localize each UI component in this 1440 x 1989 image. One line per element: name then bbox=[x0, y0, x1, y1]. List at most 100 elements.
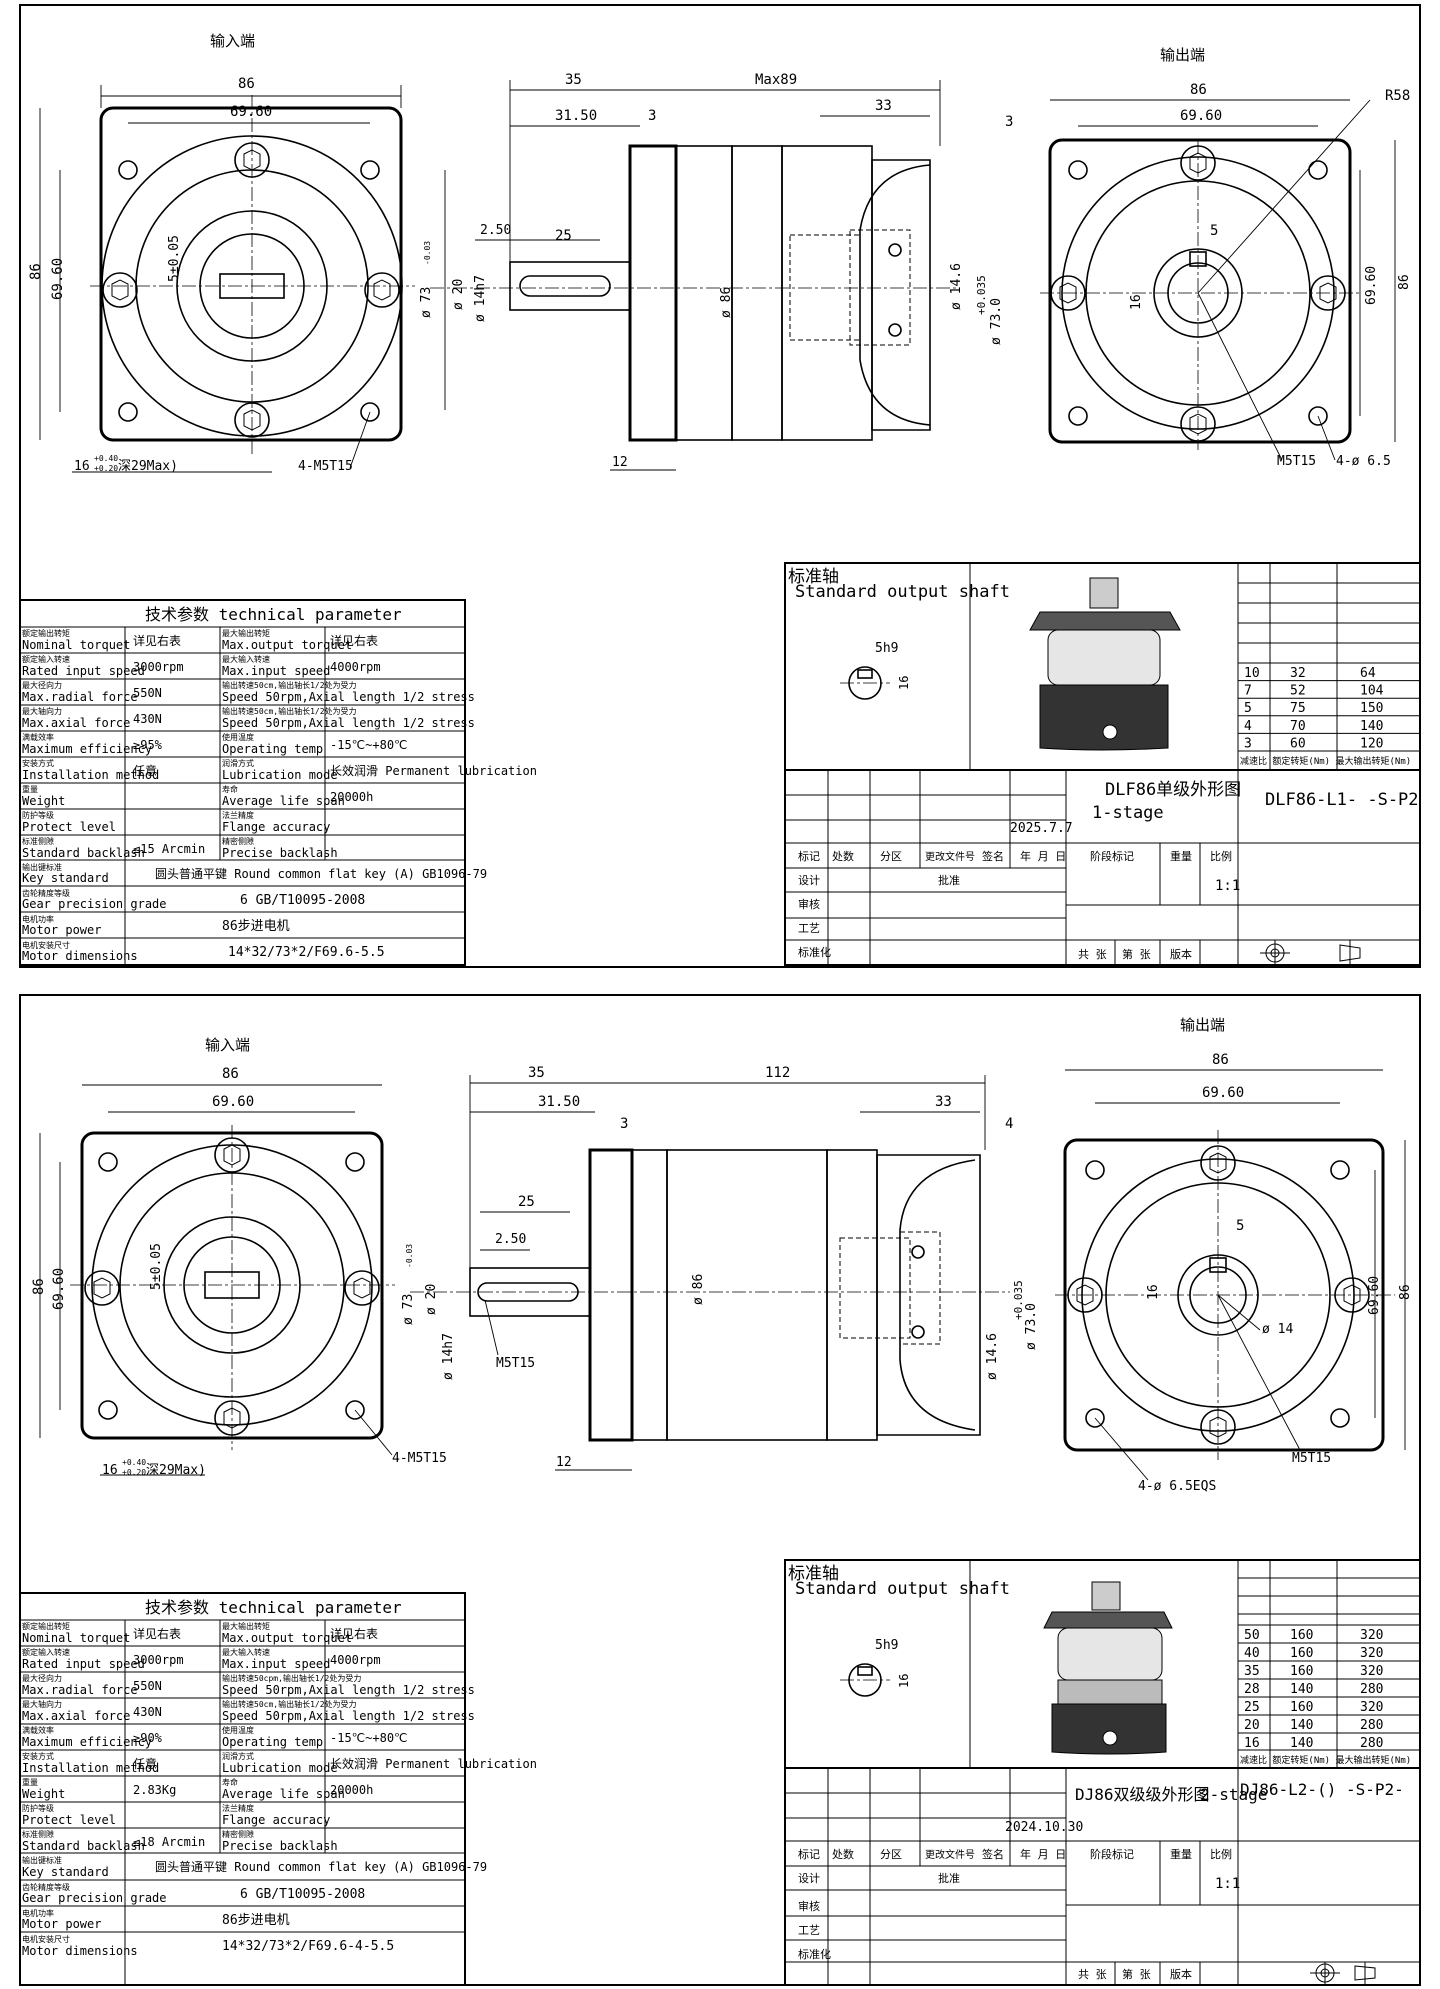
ratio-cell: 3 bbox=[1244, 736, 1252, 751]
dim-d73b: ø 73.0 bbox=[989, 298, 1004, 345]
svg-text:69.60: 69.60 bbox=[1367, 1276, 1382, 1315]
param-label-cn: 精密侧隙 bbox=[222, 1829, 254, 1839]
ratio-cell: 10 bbox=[1244, 666, 1260, 681]
svg-text:比例: 比例 bbox=[1210, 849, 1232, 863]
gearbox-product-image-2 bbox=[1043, 1581, 1173, 1755]
output-end-label: 输出端 bbox=[1160, 46, 1205, 64]
param-label-cn: 满载效率 bbox=[22, 732, 54, 742]
out-tap: M5T15 bbox=[1277, 454, 1316, 469]
ratio-cell: 4 bbox=[1244, 719, 1252, 734]
hex-screw-bottom bbox=[234, 402, 270, 438]
param-label-en: Max.input speed bbox=[222, 1657, 330, 1671]
param-label-cn: 额定输入转速 bbox=[22, 654, 70, 664]
param-label-en: Speed 50rpm,Axial length 1/2 stress bbox=[222, 716, 475, 730]
out-dim-r58: R58 bbox=[1385, 88, 1410, 104]
drawing-scale: 1:1 bbox=[1215, 878, 1240, 894]
svg-text:112: 112 bbox=[765, 1065, 790, 1081]
corner-hole-tr bbox=[360, 160, 380, 180]
max-torque-cell: 64 bbox=[1360, 666, 1376, 681]
param-label-cn: 重量 bbox=[22, 1777, 38, 1787]
svg-text:减速比 额定转矩(Nm) 最大输出转矩(Nm): 减速比 额定转矩(Nm) 最大输出转矩(Nm) bbox=[1240, 1754, 1411, 1766]
param-value: 任意 bbox=[133, 1756, 157, 1771]
svg-text:版本: 版本 bbox=[1170, 1967, 1192, 1981]
out-holes: 4-ø 6.5 bbox=[1336, 454, 1391, 469]
param-label-en: Max.output torquet bbox=[222, 638, 352, 652]
max-torque-cell: 320 bbox=[1360, 1628, 1383, 1643]
max-torque-cell: 280 bbox=[1360, 1736, 1383, 1751]
svg-text:25: 25 bbox=[518, 1194, 535, 1210]
svg-text:4-M5T15: 4-M5T15 bbox=[392, 1451, 447, 1466]
housing-3 bbox=[781, 145, 873, 441]
ratio-cell: 25 bbox=[1244, 1700, 1260, 1715]
ratio-cell: 35 bbox=[1244, 1664, 1260, 1679]
param-label-cn: 最大轴向力 bbox=[22, 706, 62, 716]
depth-callout-sup: +0.40 bbox=[94, 454, 118, 463]
svg-text:86: 86 bbox=[222, 1066, 239, 1082]
param-label-en: Max.radial force bbox=[22, 690, 138, 704]
svg-text:圆头普通平键 Round common flat key: 圆头普通平键 Round common flat key (A) GB1096-… bbox=[155, 1860, 487, 1874]
param-value: ≥95% bbox=[133, 738, 163, 752]
svg-text:2-stage: 2-stage bbox=[1200, 1785, 1267, 1804]
svg-text:技术参数 technical parameter: 技术参数 technical parameter bbox=[145, 1598, 402, 1617]
key-std-cn: 输出键标准 bbox=[22, 862, 62, 872]
param-value: 430N bbox=[133, 712, 162, 726]
param-label-en: Max.output torquet bbox=[222, 1631, 352, 1645]
dim-d73: ø 73 bbox=[419, 287, 434, 318]
out-dim-6960-v: 69.60 bbox=[1364, 266, 1379, 305]
out-screw-bottom bbox=[1180, 406, 1216, 442]
param-label-cn: 寿命 bbox=[222, 784, 238, 794]
param-value: 4000rpm bbox=[330, 660, 381, 674]
svg-text:标记: 标记 bbox=[798, 1847, 820, 1861]
tech-title: 技术参数 technical parameter bbox=[145, 605, 402, 624]
shaft-key bbox=[519, 275, 611, 297]
svg-text:齿轮精度等级: 齿轮精度等级 bbox=[22, 1882, 70, 1892]
param-label-en: Weight bbox=[22, 794, 65, 808]
depth-callout-note: 深29Max) bbox=[118, 459, 178, 474]
svg-text:年 月 日: 年 月 日 bbox=[1020, 1847, 1066, 1861]
corner-hole-br bbox=[360, 402, 380, 422]
motor-val: 86步进电机 bbox=[222, 919, 290, 934]
dim-en: Motor dimensions bbox=[22, 949, 138, 963]
svg-text:Key standard: Key standard bbox=[22, 1865, 109, 1879]
param-label-en: Speed 50rpm,Axial length 1/2 stress bbox=[222, 1683, 475, 1697]
param-label-en: Lubrication mode bbox=[222, 768, 338, 782]
param-label-cn: 输出转速50cm,输出轴长1/2处为受力 bbox=[222, 1699, 357, 1709]
svg-text:69.60: 69.60 bbox=[51, 1268, 67, 1310]
dim-val: 14*32/73*2/F69.6-5.5 bbox=[228, 945, 385, 960]
dim-86-h: 86 bbox=[238, 76, 255, 92]
param-label-cn: 寿命 bbox=[222, 1777, 238, 1787]
param-label-cn: 最大轴向力 bbox=[22, 1699, 62, 1709]
dim-6960-v: 69.60 bbox=[50, 258, 66, 300]
param-label-en: Installation method bbox=[22, 1761, 159, 1775]
param-label-cn: 润滑方式 bbox=[222, 1751, 254, 1761]
motor-adapter bbox=[871, 159, 931, 431]
hidden-bore bbox=[789, 234, 861, 341]
output-flange-view: 86 69.60 R58 5 16 69.60 86 M5T15 4-ø 6.5 bbox=[1040, 82, 1412, 469]
param-value: 550N bbox=[133, 1679, 162, 1693]
param-value: 详见右表 bbox=[330, 1626, 378, 1641]
svg-text:+0.035: +0.035 bbox=[1012, 1280, 1025, 1320]
svg-text:5: 5 bbox=[1236, 1218, 1244, 1234]
svg-text:ø 14h7: ø 14h7 bbox=[441, 1333, 456, 1380]
param-label-en: Speed 50rpm,Axial length 1/2 stress bbox=[222, 1709, 475, 1723]
out-dim-6960-h: 69.60 bbox=[1180, 108, 1222, 124]
svg-text:共 张: 共 张 bbox=[1078, 1968, 1107, 1981]
svg-text:ø 86: ø 86 bbox=[691, 1274, 706, 1305]
svg-text:ø 73: ø 73 bbox=[401, 1294, 416, 1325]
param-value: -15℃~+80℃ bbox=[330, 738, 408, 752]
param-label-cn: 标准侧隙 bbox=[22, 836, 54, 846]
dim-max89: Max89 bbox=[755, 72, 797, 88]
motor-en: Motor power bbox=[22, 923, 101, 937]
param-label-en: Max.input speed bbox=[222, 664, 330, 678]
svg-text:签名: 签名 bbox=[982, 849, 1004, 863]
svg-text:14*32/73*2/F69.6-4-5.5: 14*32/73*2/F69.6-4-5.5 bbox=[222, 1939, 394, 1954]
svg-text:M5T15: M5T15 bbox=[496, 1356, 535, 1371]
sheet-2: 输入端 输出端 86 69.60 86 69.60 5±0 bbox=[19, 994, 1421, 1986]
svg-text:输出键标准: 输出键标准 bbox=[22, 1855, 62, 1865]
output-flange-square bbox=[1048, 138, 1352, 444]
svg-text:批准: 批准 bbox=[938, 873, 960, 887]
